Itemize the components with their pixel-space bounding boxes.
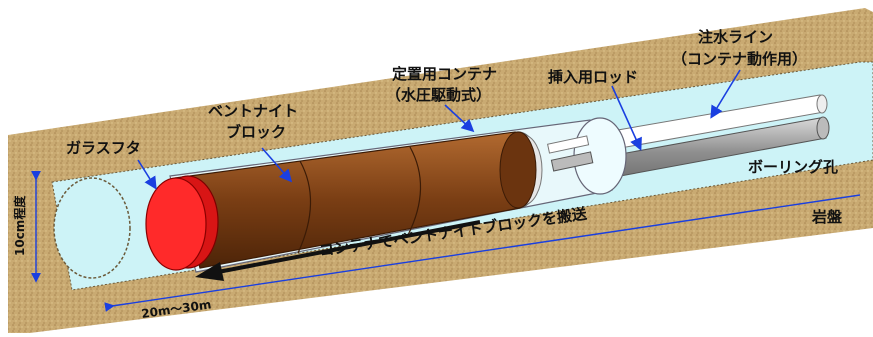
bentonite-label-line2: ブロック	[226, 123, 286, 141]
container-leader	[444, 104, 475, 133]
bentonite-leader	[261, 147, 293, 183]
rod-leader	[611, 85, 642, 151]
water-line-label-line1: 注水ライン	[698, 28, 773, 46]
borehole-label: ボーリング孔	[748, 158, 838, 176]
diameter-label: 10cm程度	[12, 195, 27, 256]
container-label-line1: 定置用コンテナ	[392, 65, 497, 83]
insertion-rod	[559, 116, 830, 187]
glass-lid-label: ガラスフタ	[66, 139, 141, 157]
container-label-line2: （水圧駆動式）	[386, 86, 491, 104]
transport-arrow	[195, 220, 481, 281]
rod-label: 挿入用ロッド	[548, 68, 638, 86]
bentonite-label-line1: ベントナイト	[208, 102, 298, 120]
glass-lid	[145, 175, 219, 271]
borehole-opening	[53, 177, 131, 279]
length-dimension	[104, 194, 861, 312]
bedrock-label: 岩盤	[811, 208, 843, 226]
water-leader	[710, 69, 741, 119]
water-line-label-line2: （コンテナ動作用）	[672, 50, 807, 68]
lid-leader	[137, 159, 157, 190]
